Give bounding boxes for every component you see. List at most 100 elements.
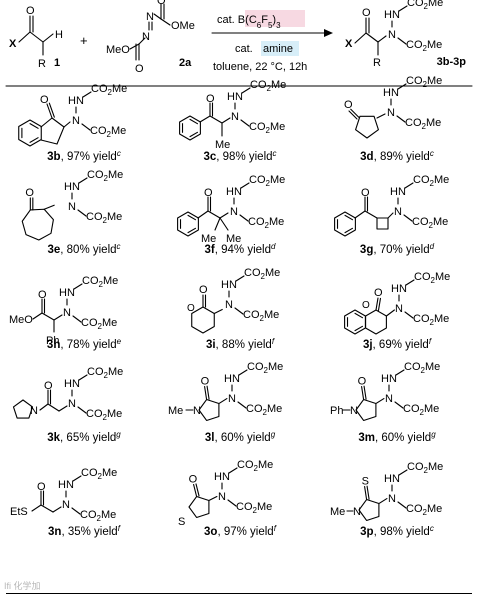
- bond: [364, 210, 378, 219]
- hn-label: HN: [226, 186, 242, 198]
- bond: [237, 401, 247, 409]
- hn-label: HN: [384, 473, 400, 485]
- co2me-label: CO2Me: [404, 361, 440, 375]
- co2me-label: CO2Me: [244, 267, 280, 281]
- ring-bond: [355, 398, 377, 422]
- r-label: R: [38, 58, 46, 70]
- bond: [398, 469, 408, 476]
- product-caption: 3b, 97% yieldc: [47, 149, 121, 163]
- bottom-rule: [6, 593, 472, 594]
- co2me-label: CO2Me: [81, 317, 117, 331]
- hn-label: HN: [214, 471, 230, 483]
- hn-label: HN: [68, 95, 84, 107]
- n-label: N: [395, 303, 403, 315]
- n-label: N: [68, 201, 76, 213]
- n-label: N: [230, 206, 238, 218]
- s-label: S: [362, 476, 369, 488]
- product-caption: 3m, 60% yieldg: [358, 430, 436, 444]
- co2me-label: CO2Me: [248, 216, 284, 230]
- product-caption: 3l, 60% yieldg: [205, 430, 276, 444]
- product-caption: 3n, 35% yieldf: [48, 524, 121, 538]
- h-label: H: [55, 29, 63, 41]
- co2me-label: CO2Me: [250, 79, 286, 93]
- co2me-label: CO2Me: [236, 501, 272, 515]
- aromatic-bond: [189, 131, 199, 138]
- hn-label: HN: [58, 479, 74, 491]
- bond: [397, 37, 407, 45]
- co2me-label: CO2Me: [86, 211, 122, 225]
- bond: [365, 32, 379, 43]
- carbonyl-bond: [377, 297, 382, 311]
- co2me-label: CO2Me: [403, 403, 439, 417]
- bond: [42, 33, 54, 43]
- bond: [241, 87, 251, 94]
- co2me-label: CO2Me: [414, 271, 450, 285]
- bond: [213, 308, 223, 315]
- aromatic-bond: [354, 312, 364, 319]
- n-label: N: [30, 405, 38, 417]
- aromatic-bond: [344, 214, 354, 221]
- x-label: X: [9, 38, 17, 50]
- ring-bond: [12, 399, 34, 419]
- product-caption: 3o, 97% yieldf: [204, 524, 277, 538]
- hn-label: HN: [224, 373, 240, 385]
- bond: [207, 210, 221, 219]
- bond: [397, 501, 407, 509]
- bond: [29, 31, 44, 43]
- bond: [376, 113, 386, 119]
- bond: [41, 312, 55, 321]
- catalyst-highlight: [245, 10, 305, 27]
- co2me-label: CO2Me: [249, 121, 285, 135]
- ph-label: Ph: [330, 405, 343, 417]
- ring-bond: [365, 309, 387, 335]
- bond: [208, 495, 218, 502]
- carbonyl-bond: [46, 103, 53, 119]
- me-label: Me: [201, 233, 216, 245]
- bond: [235, 275, 245, 282]
- co2me-label: CO2Me: [87, 366, 123, 380]
- co2me-label: CO2Me: [406, 503, 442, 517]
- conditions-label: toluene, 22 °C, 12h: [213, 61, 307, 73]
- o-label: O: [361, 187, 370, 199]
- carbonyl-bond: [348, 110, 358, 120]
- bond: [398, 5, 408, 12]
- bond: [52, 506, 62, 513]
- n-label: N: [142, 31, 150, 43]
- n-label: N: [68, 398, 76, 410]
- bond: [78, 177, 88, 184]
- product-caption: 3e, 80% yieldc: [47, 242, 120, 256]
- n-label: N: [387, 107, 395, 119]
- bond: [375, 397, 385, 405]
- co2me-label: CO2Me: [406, 39, 442, 53]
- bond: [18, 31, 31, 43]
- co2me-label: CO2Me: [237, 459, 273, 473]
- r-label: R: [373, 57, 381, 69]
- co2me-label: CO2Me: [249, 174, 285, 188]
- bond: [234, 307, 244, 315]
- co2me-label: CO2Me: [80, 509, 116, 523]
- bond: [71, 507, 81, 515]
- carbonyl-bond: [193, 483, 198, 498]
- cocatalyst-label: amine: [263, 43, 293, 55]
- bond: [39, 403, 49, 411]
- n-label: N: [394, 206, 402, 218]
- bond: [47, 403, 60, 412]
- bond: [153, 13, 162, 20]
- bond: [197, 210, 209, 219]
- watermark-logo: Ifi 化学加: [4, 580, 41, 591]
- bond: [73, 283, 83, 290]
- co2me-label: CO2Me: [413, 313, 449, 327]
- product-caption: 3k, 65% yieldg: [47, 430, 121, 444]
- bond: [405, 279, 415, 286]
- bond: [209, 115, 223, 124]
- carbonyl-bond: [48, 102, 55, 118]
- bond: [387, 212, 394, 219]
- product-caption: 3f, 94% yieldd: [205, 242, 277, 256]
- n-label: N: [388, 493, 396, 505]
- bond: [404, 311, 414, 319]
- aromatic-bond: [187, 214, 197, 221]
- bond: [77, 406, 87, 414]
